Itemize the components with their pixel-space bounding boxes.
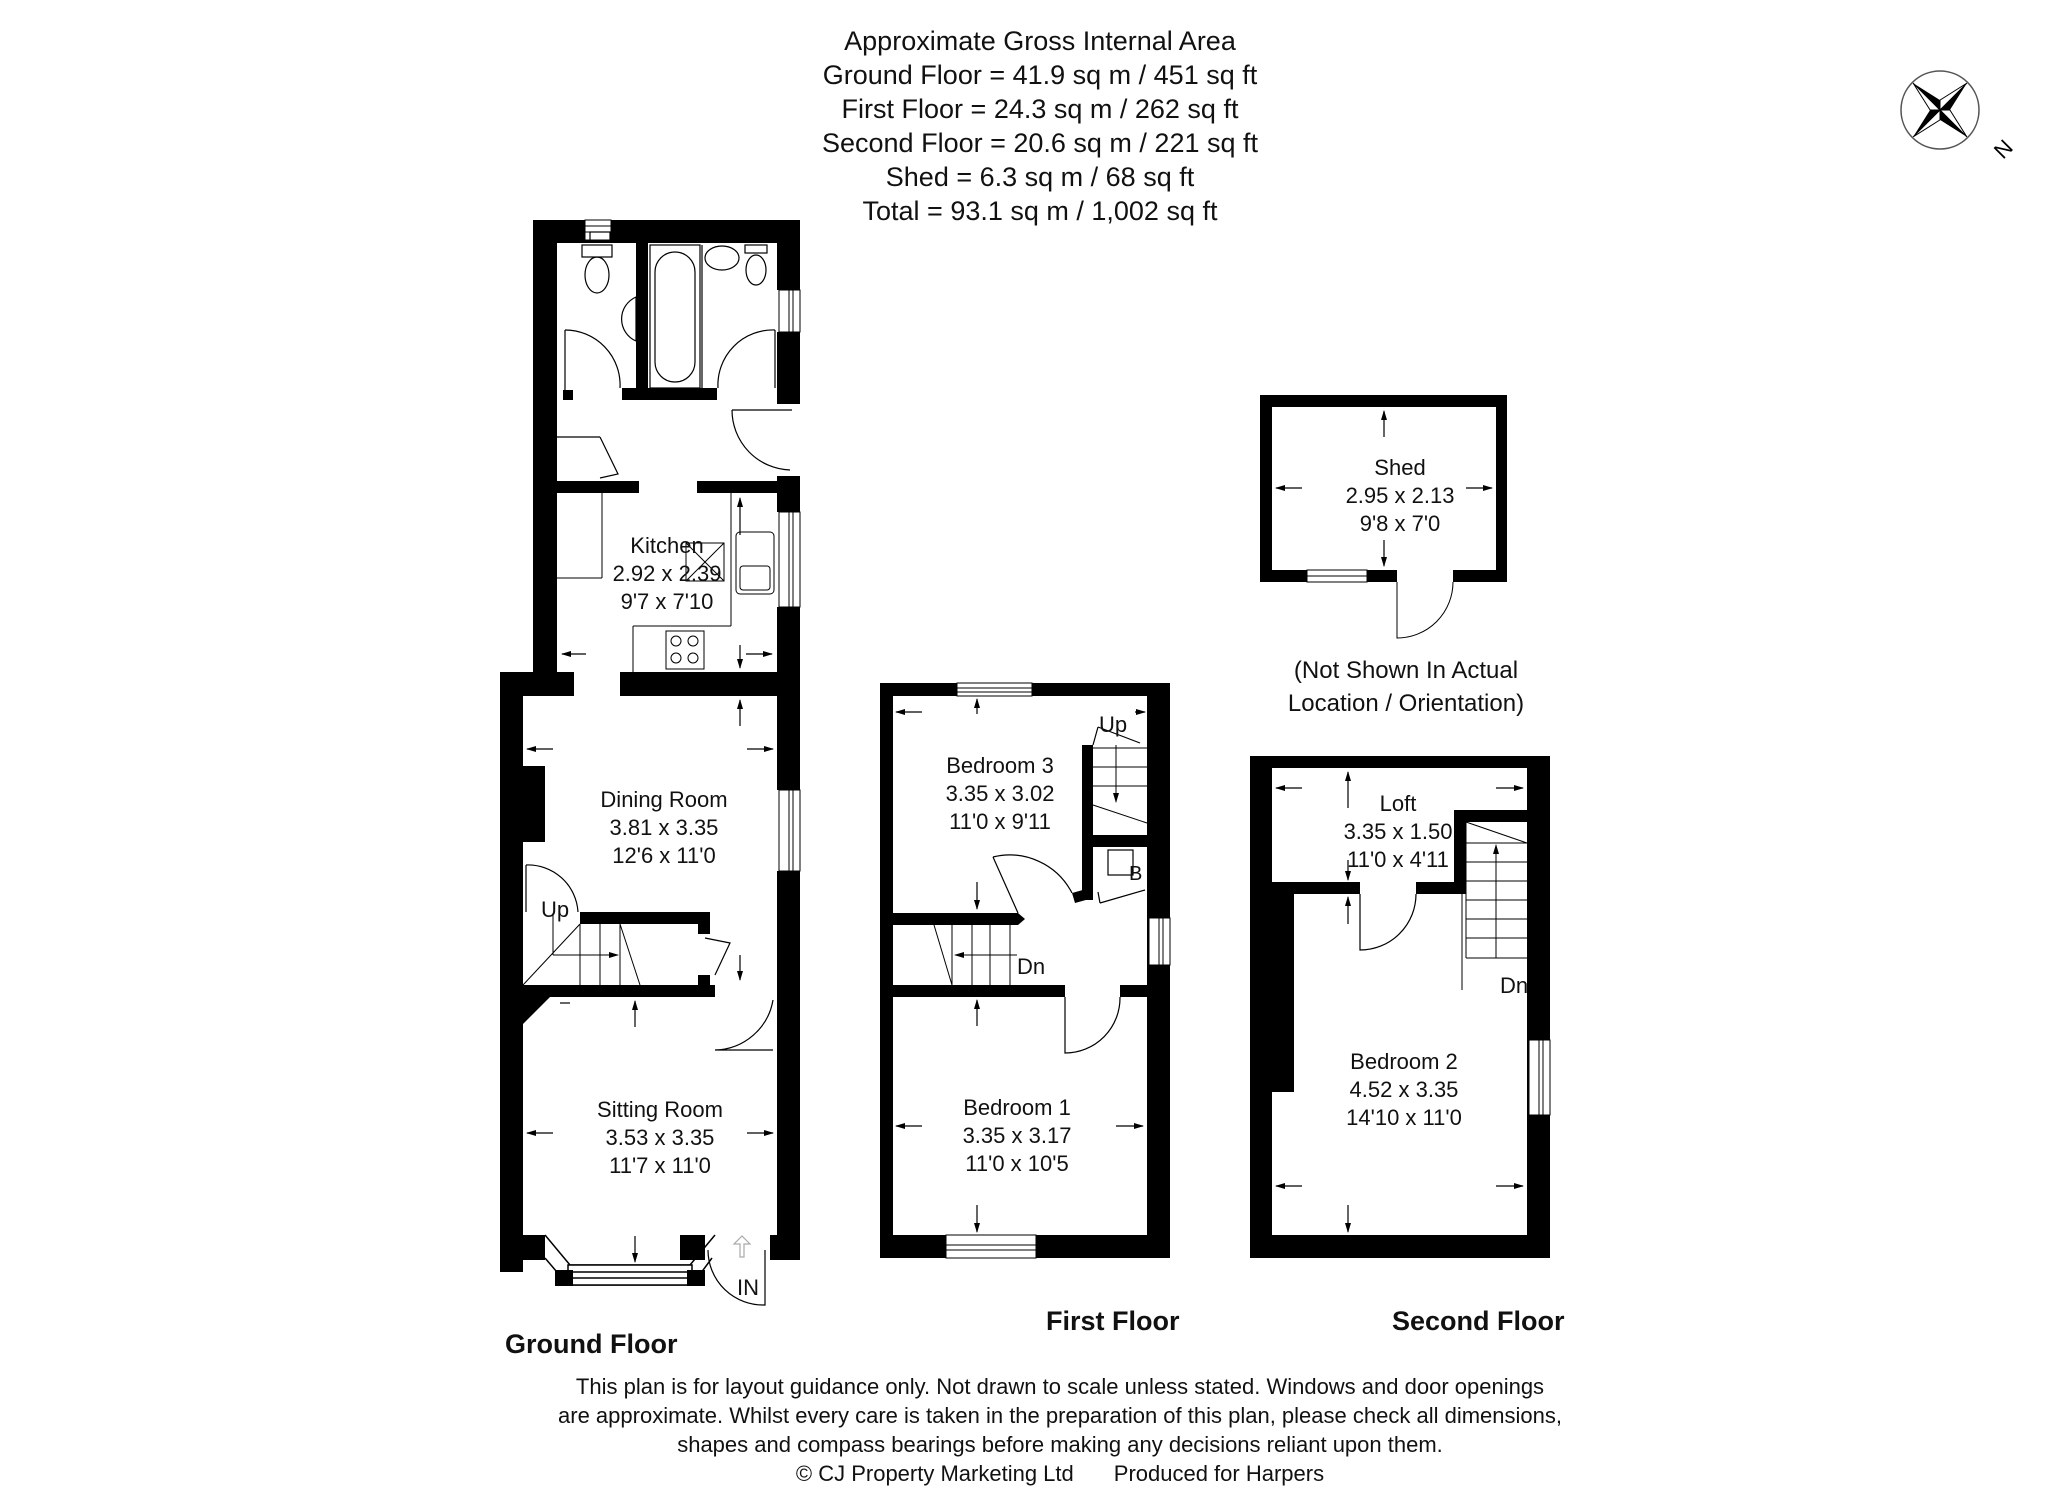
first-stairs-down-label: Dn	[1017, 954, 1046, 979]
shed-note-line-2: Location / Orientation)	[1287, 690, 1525, 717]
area-shed: Shed = 6.3 sq m / 68 sq ft	[885, 162, 1195, 192]
produced-for: Produced for Harpers	[1113, 1461, 1325, 1486]
room-metric: 4.52 x 3.35	[1349, 1077, 1459, 1102]
room-bedroom-1: Bedroom 1 3.35 x 3.17 11'0 x 10'5	[963, 1094, 1072, 1178]
room-name: Sitting Room	[597, 1097, 723, 1122]
entrance-arrow-icon	[732, 1235, 752, 1258]
room-bedroom-2: Bedroom 2 4.52 x 3.35 14'10 x 11'0	[1346, 1048, 1462, 1132]
bathroom-fixtures	[581, 231, 768, 389]
room-name: Loft	[1379, 791, 1417, 816]
boiler-label: B	[1129, 863, 1143, 885]
room-metric: 2.92 x 2.39	[612, 561, 722, 586]
room-shed: Shed 2.95 x 2.13 9'8 x 7'0	[1346, 454, 1455, 538]
room-imperial: 11'0 x 9'11	[949, 809, 1051, 834]
room-metric: 3.35 x 3.02	[945, 781, 1055, 806]
ground-stairs-up-label: Up	[541, 897, 570, 922]
ground-floor-doors	[525, 329, 792, 1306]
disclaimer: This plan is for layout guidance only. N…	[540, 1372, 1580, 1488]
first-stairs-up-label: Up	[1099, 712, 1128, 737]
room-name: Bedroom 2	[1350, 1049, 1458, 1074]
first-floor-stairs	[933, 745, 1148, 986]
room-imperial: 9'7 x 7'10	[620, 589, 714, 614]
second-floor-window	[1528, 1039, 1551, 1116]
entrance-label: IN	[737, 1275, 759, 1300]
second-floor-title: Second Floor	[1392, 1306, 1565, 1336]
disclaimer-line-3: shapes and compass bearings before makin…	[677, 1432, 1443, 1457]
first-floor-title: First Floor	[1046, 1306, 1180, 1336]
shed-window-door	[1306, 569, 1454, 639]
compass-north-label: N	[1989, 135, 2018, 164]
shed-note-line-1: (Not Shown In Actual	[1293, 657, 1519, 684]
area-first-floor: First Floor = 24.3 sq m / 262 sq ft	[841, 94, 1239, 124]
kitchen-fixtures	[557, 493, 775, 672]
room-name: Bedroom 3	[946, 753, 1054, 778]
room-metric: 3.53 x 3.35	[605, 1125, 715, 1150]
room-metric: 3.81 x 3.35	[609, 815, 719, 840]
room-metric: 3.35 x 3.17	[962, 1123, 1072, 1148]
shed-location-note: (Not Shown In Actual Location / Orientat…	[1288, 654, 1524, 720]
area-heading: Approximate Gross Internal Area	[844, 26, 1236, 56]
room-kitchen: Kitchen 2.92 x 2.39 9'7 x 7'10	[613, 532, 722, 616]
room-name: Bedroom 1	[963, 1095, 1071, 1120]
shed-walls	[1260, 395, 1507, 582]
copyright: © CJ Property Marketing Ltd	[795, 1461, 1074, 1486]
first-floor-walls	[880, 683, 1170, 1258]
room-name: Shed	[1374, 455, 1426, 480]
room-name: Kitchen	[630, 533, 704, 558]
compass-rose-icon	[1900, 70, 1980, 150]
ground-floor-title: Ground Floor	[505, 1329, 678, 1359]
first-floor-doors	[992, 726, 1146, 1054]
room-imperial: 9'8 x 7'0	[1359, 511, 1441, 536]
room-imperial: 11'7 x 11'0	[609, 1153, 711, 1178]
ground-floor-walls	[500, 220, 800, 1272]
second-stairs-down-label: Dn	[1500, 973, 1529, 998]
room-imperial: 12'6 x 11'0	[612, 843, 716, 868]
ground-floor-windows	[584, 219, 801, 872]
disclaimer-line-2: are approximate. Whilst every care is ta…	[558, 1403, 1562, 1428]
disclaimer-line-1: This plan is for layout guidance only. N…	[575, 1374, 1545, 1399]
room-dining: Dining Room 3.81 x 3.35 12'6 x 11'0	[600, 786, 727, 870]
room-metric: 3.35 x 1.50	[1343, 819, 1453, 844]
room-bedroom-3: Bedroom 3 3.35 x 3.02 11'0 x 9'11	[946, 752, 1055, 836]
room-imperial: 11'0 x 4'11	[1347, 847, 1449, 872]
credits: © CJ Property Marketing Ltd Produced for …	[540, 1459, 1580, 1488]
area-total: Total = 93.1 sq m / 1,002 sq ft	[862, 196, 1218, 226]
second-floor-stairs	[1461, 821, 1528, 990]
area-summary: Approximate Gross Internal Area Ground F…	[700, 24, 1380, 228]
room-metric: 2.95 x 2.13	[1345, 483, 1455, 508]
bay-window	[544, 1234, 716, 1286]
room-imperial: 14'10 x 11'0	[1346, 1105, 1462, 1130]
room-loft: Loft 3.35 x 1.50 11'0 x 4'11	[1344, 790, 1453, 874]
first-floor-windows	[945, 682, 1171, 1259]
room-imperial: 11'0 x 10'5	[965, 1151, 1069, 1176]
second-floor-walls	[1250, 756, 1550, 1258]
area-second-floor: Second Floor = 20.6 sq m / 221 sq ft	[822, 128, 1258, 158]
second-floor-door	[1359, 893, 1417, 951]
room-sitting: Sitting Room 3.53 x 3.35 11'7 x 11'0	[597, 1096, 723, 1180]
ground-floor-stairs	[522, 913, 641, 986]
room-name: Dining Room	[600, 787, 728, 812]
area-ground-floor: Ground Floor = 41.9 sq m / 451 sq ft	[822, 60, 1258, 90]
dimension-arrows	[526, 410, 1524, 1263]
